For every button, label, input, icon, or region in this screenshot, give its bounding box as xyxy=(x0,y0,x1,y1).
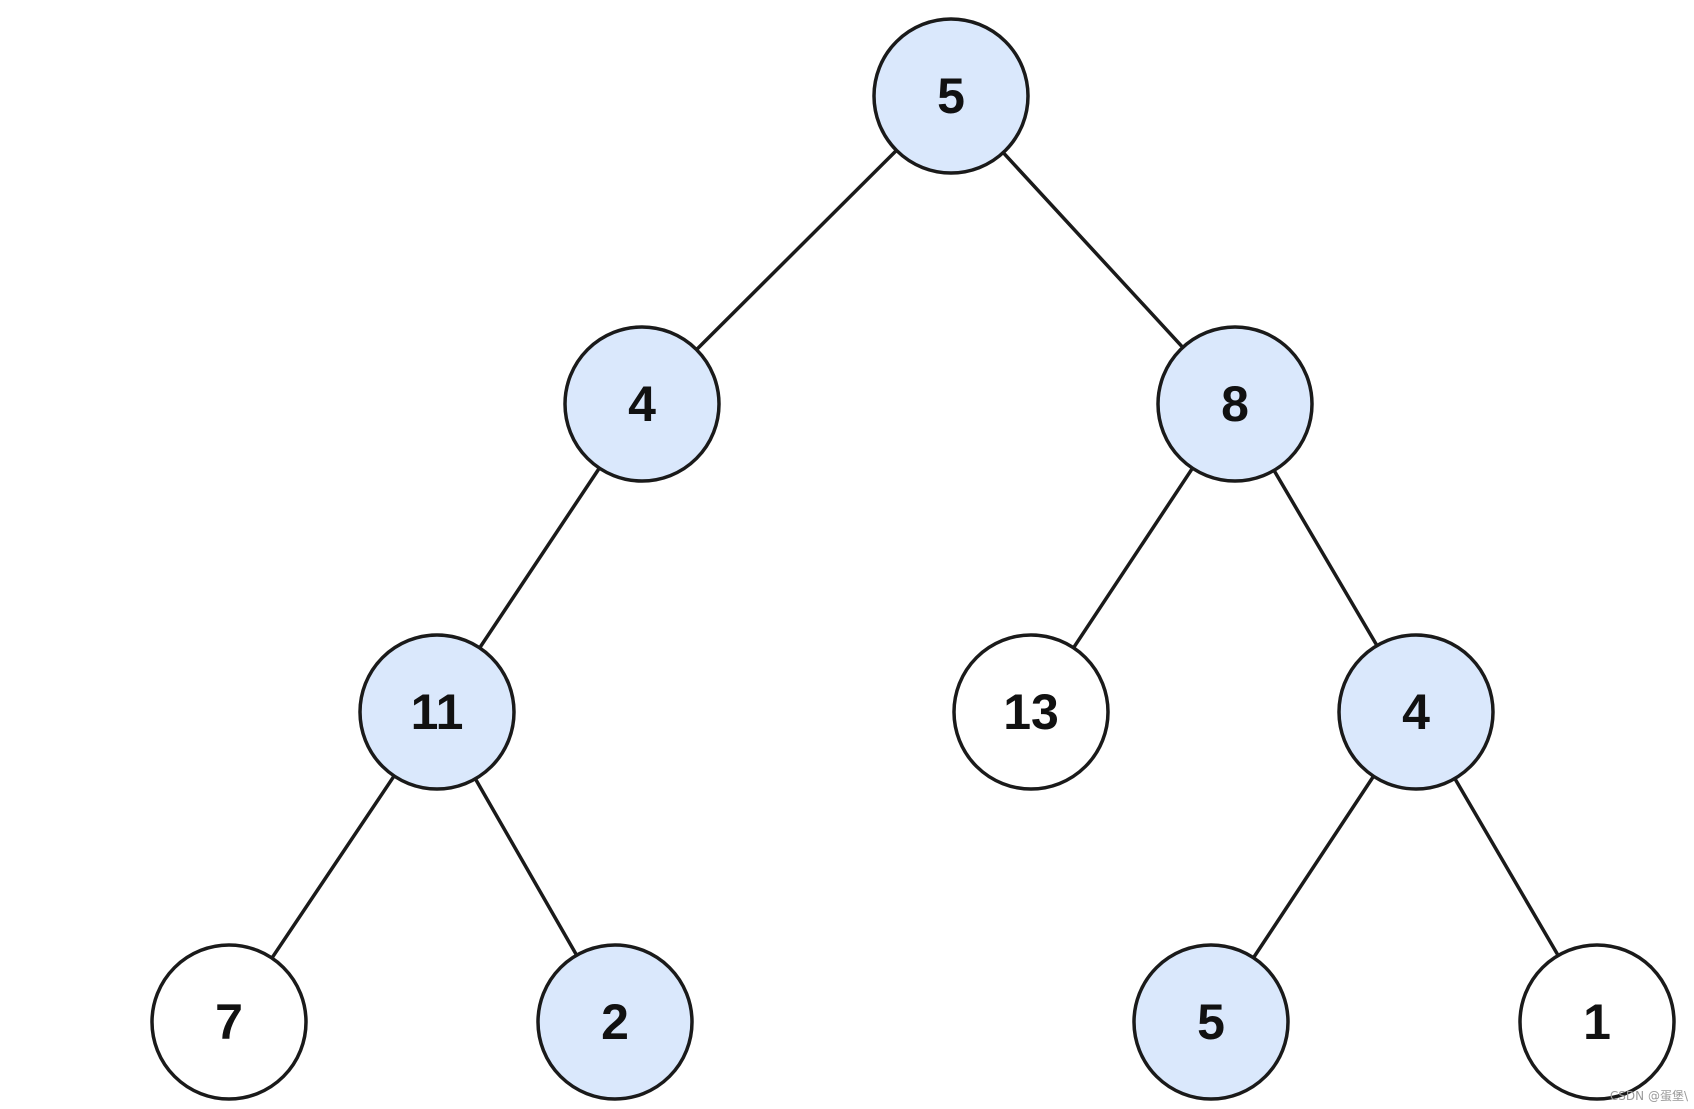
tree-node: 4 xyxy=(563,325,721,483)
tree-node-value: 5 xyxy=(937,68,965,124)
tree-node-value: 11 xyxy=(411,684,464,740)
watermark-text: CSDN @蛋堡\ xyxy=(1610,1088,1689,1103)
tree-edge xyxy=(1453,777,1560,957)
tree-edge xyxy=(478,467,601,649)
tree-node-circle-highlighted xyxy=(536,943,694,1101)
tree-nodes: 5 4 8 11 13 4 7 2 5 1 xyxy=(150,17,1676,1101)
tree-edge xyxy=(1252,775,1375,959)
tree-node-circle xyxy=(952,633,1110,791)
tree-node-circle-highlighted xyxy=(563,325,721,483)
tree-node: 13 xyxy=(952,633,1110,791)
tree-node-circle-highlighted xyxy=(1337,633,1495,791)
tree-node: 2 xyxy=(536,943,694,1101)
tree-node-circle-highlighted xyxy=(872,17,1030,175)
tree-node-value: 2 xyxy=(601,994,629,1050)
tree-node: 1 xyxy=(1518,943,1676,1101)
tree-node: 5 xyxy=(1132,943,1290,1101)
tree-edge xyxy=(1001,151,1185,349)
tree-node-value: 7 xyxy=(215,994,243,1050)
tree-edge xyxy=(473,777,579,957)
tree-node-value: 1 xyxy=(1583,994,1611,1050)
tree-edge xyxy=(1072,467,1194,649)
tree-node-value: 4 xyxy=(1402,684,1430,740)
tree-node-value: 4 xyxy=(628,376,656,432)
tree-node-value: 13 xyxy=(1003,684,1059,740)
tree-edge xyxy=(695,149,898,351)
tree-node-value: 5 xyxy=(1197,994,1225,1050)
tree-edge xyxy=(1272,469,1379,647)
tree-node-value: 8 xyxy=(1221,376,1249,432)
tree-node: 11 xyxy=(358,633,516,791)
tree-node: 7 xyxy=(150,943,308,1101)
tree-node-circle xyxy=(1518,943,1676,1101)
tree-node-circle-highlighted xyxy=(1156,325,1314,483)
tree-node: 4 xyxy=(1337,633,1495,791)
tree-node-circle-highlighted xyxy=(358,633,516,791)
tree-node: 8 xyxy=(1156,325,1314,483)
tree-node: 5 xyxy=(872,17,1030,175)
tree-edges xyxy=(270,149,1560,960)
tree-edge xyxy=(270,774,396,960)
tree-node-circle xyxy=(150,943,308,1101)
tree-node-circle-highlighted xyxy=(1132,943,1290,1101)
